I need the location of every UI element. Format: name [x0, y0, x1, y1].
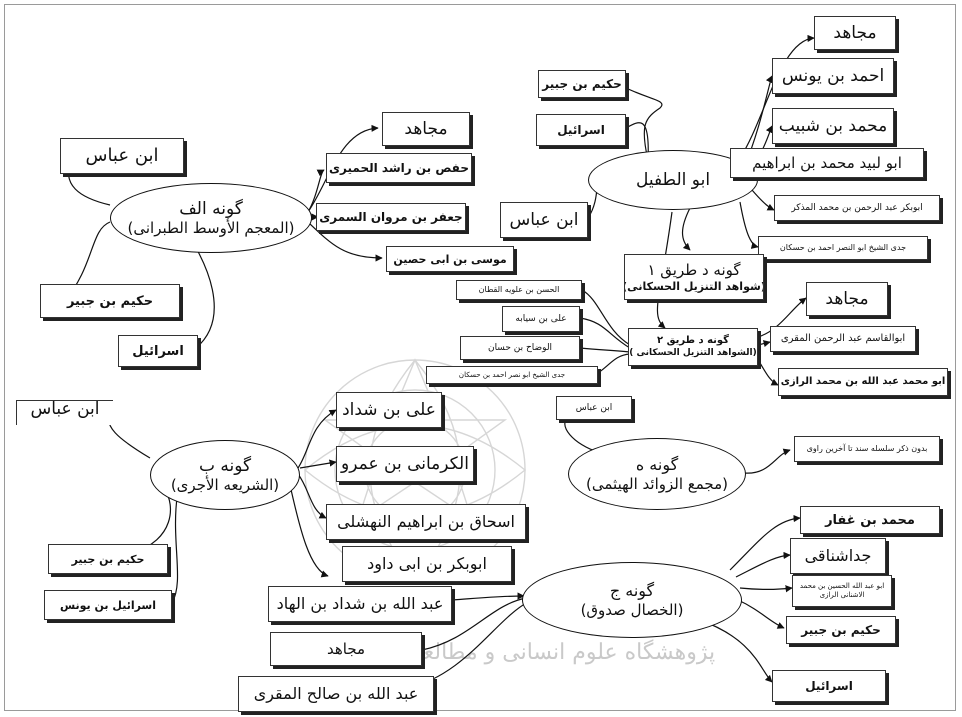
group-dal-oval: ابو الطفیل [588, 150, 758, 210]
group-jim-oval: گونه ج (الخصال صدوق) [522, 562, 742, 638]
group-dal-route1-title: گونه د طریق ۱ [647, 260, 741, 279]
group-jim-narrator-israil: اسرائیل [772, 670, 886, 702]
group-dal-route2-wazzah: الوضاح بن حسان [460, 336, 580, 360]
group-dal-route2-subtitle: (الشواهد التنزیل الحسکانی ) [629, 347, 757, 358]
group-be-narrator-ishaq: اسحاق بن ابراهیم النهشلی [326, 504, 526, 540]
group-dal-source-ibn-abbas: ابن عباس [500, 202, 588, 238]
group-dal-source-israil: اسرائیل [536, 114, 626, 146]
group-dal-route2: گونه د طریق ۲ (الشواهد التنزیل الحسکانی … [628, 328, 758, 366]
group-be-title: گونه ب [198, 455, 252, 476]
group-jim-narrator-hakim: حکیم بن جبیر [786, 616, 896, 644]
group-dal-route2-jaddi: جدی الشیخ ابو نصر احمد بن حسکان [426, 366, 598, 384]
group-alef-source-ibn-abbas: ابن عباس [60, 138, 184, 174]
group-be-narrator-ali: علی بن شداد [336, 392, 442, 428]
group-dal-narrator-abu-labid: ابو لبید محمد بن ابراهیم [730, 148, 924, 178]
group-jim-narrator-jadashnaqi: جداشناقی [790, 538, 886, 574]
group-alef-narrator-jafar: جعفر بن مروان السمری [316, 203, 466, 231]
diagram-frame [4, 4, 956, 711]
group-alef-oval: گونه الف (المعجم الأوسط الطبرانی) [110, 183, 312, 253]
group-jim-subtitle: (الخصال صدوق) [580, 600, 684, 619]
group-alef-title: گونه الف [179, 198, 243, 219]
group-alef-source-hakim: حکیم بن جبیر [40, 284, 180, 318]
group-alef-source-israil: اسرائیل [118, 335, 198, 367]
group-dal-route2-ali: علی بن سیابه [502, 306, 580, 332]
group-alef-narrator-mujahid: مجاهد [382, 112, 470, 146]
group-dal-narrator-mujahid: مجاهد [814, 16, 896, 50]
group-alef-narrator-hafs: حفص بن راشد الحمیری [326, 153, 472, 183]
group-he-subtitle: (مجمع الزوائد الهیثمی) [586, 474, 728, 493]
group-alef-narrator-musa: موسی بن ابی حصین [386, 246, 514, 272]
group-jim-narrator-ushnani: ابو عبد الله الحسین بن محمد الاشنانی الر… [792, 575, 892, 607]
group-he-note: بدون ذکر سلسله سند تا آخرین راوی [794, 436, 940, 462]
group-jim-narrator-muhammad-ghaffar: محمد بن غفار [800, 506, 940, 534]
group-dal-center: ابو الطفیل [635, 169, 711, 190]
group-jim-source-abdullah-shaddad: عبد الله بن شداد بن الهاد [268, 586, 452, 622]
group-dal-route2-abulqasim: ابوالقاسم عبد الرحمن المقری [770, 326, 916, 352]
group-he-title: گونه ه [635, 455, 679, 475]
group-dal-source-hakim: حکیم بن جبیر [538, 70, 626, 98]
group-be-narrator-abubakr: ابوبکر بن ابی داود [342, 546, 512, 582]
group-dal-route2-title: گونه د طریق ۲ [657, 335, 729, 347]
group-be-source-hakim: حکیم بن جبیر [48, 544, 168, 574]
group-dal-route1: گونه د طریق ۱ (شواهد التنزیل الحسکانی) [624, 254, 764, 300]
group-dal-narrator-ahmad: احمد بن یونس [772, 58, 894, 94]
group-dal-narrator-muhammad-shabib: محمد بن شبیب [772, 108, 894, 144]
group-jim-source-abdullah-salih: عبد الله بن صالح المقری [238, 676, 434, 712]
group-be-source-ibn-abbas: ابن عباس [16, 400, 113, 425]
group-be-source-israil: اسرائیل بن یونس [44, 590, 172, 620]
group-jim-title: گونه ج [609, 581, 655, 601]
group-dal-narrator-abubakr: ابوبکر عبد الرحمن بن محمد المذکر [774, 195, 940, 221]
group-jim-source-mujahid: مجاهد [270, 632, 422, 666]
group-alef-subtitle: (المعجم الأوسط الطبرانی) [127, 219, 295, 238]
group-be-narrator-kirmani: الکرمانی بن عمرو [336, 446, 474, 482]
group-be-subtitle: (الشریعه الأجری) [170, 476, 280, 495]
group-dal-route1-subtitle: (شواهد التنزیل الحسکانی) [624, 279, 764, 293]
group-be-oval: گونه ب (الشریعه الأجری) [150, 440, 300, 510]
group-dal-route2-abu-muhammad: ابو محمد عبد الله بن محمد الرازی [778, 368, 948, 396]
group-he-oval: گونه ه (مجمع الزوائد الهیثمی) [568, 438, 746, 510]
group-dal-route2-hasan: الحسن بن علویه القطان [456, 280, 582, 300]
group-dal-route2-mujahid: مجاهد [806, 282, 888, 316]
group-he-source-ibn-abbas: ابن عباس [556, 396, 632, 420]
group-dal-narrator-jaddi: جدی الشیخ ابو النصر احمد بن حسکان [758, 236, 928, 260]
